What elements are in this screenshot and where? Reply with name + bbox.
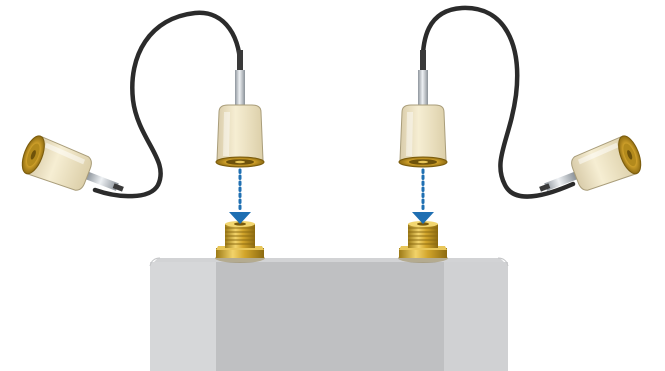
plug-connector-right[interactable] [398,50,448,168]
cable-end-connector-right[interactable] [533,133,645,208]
cable-end-connector-left[interactable] [18,133,130,208]
device-front-face [216,262,444,371]
arrow-left [229,168,251,224]
cable-left [92,10,243,199]
device-chassis [149,257,509,371]
arrow-right [412,168,434,224]
port-right[interactable] [398,221,448,263]
plug-connector-left[interactable] [215,50,265,168]
device-left-side [150,262,216,371]
port-left[interactable] [215,221,265,263]
cable-right [420,5,576,199]
device-right-side [444,262,508,371]
